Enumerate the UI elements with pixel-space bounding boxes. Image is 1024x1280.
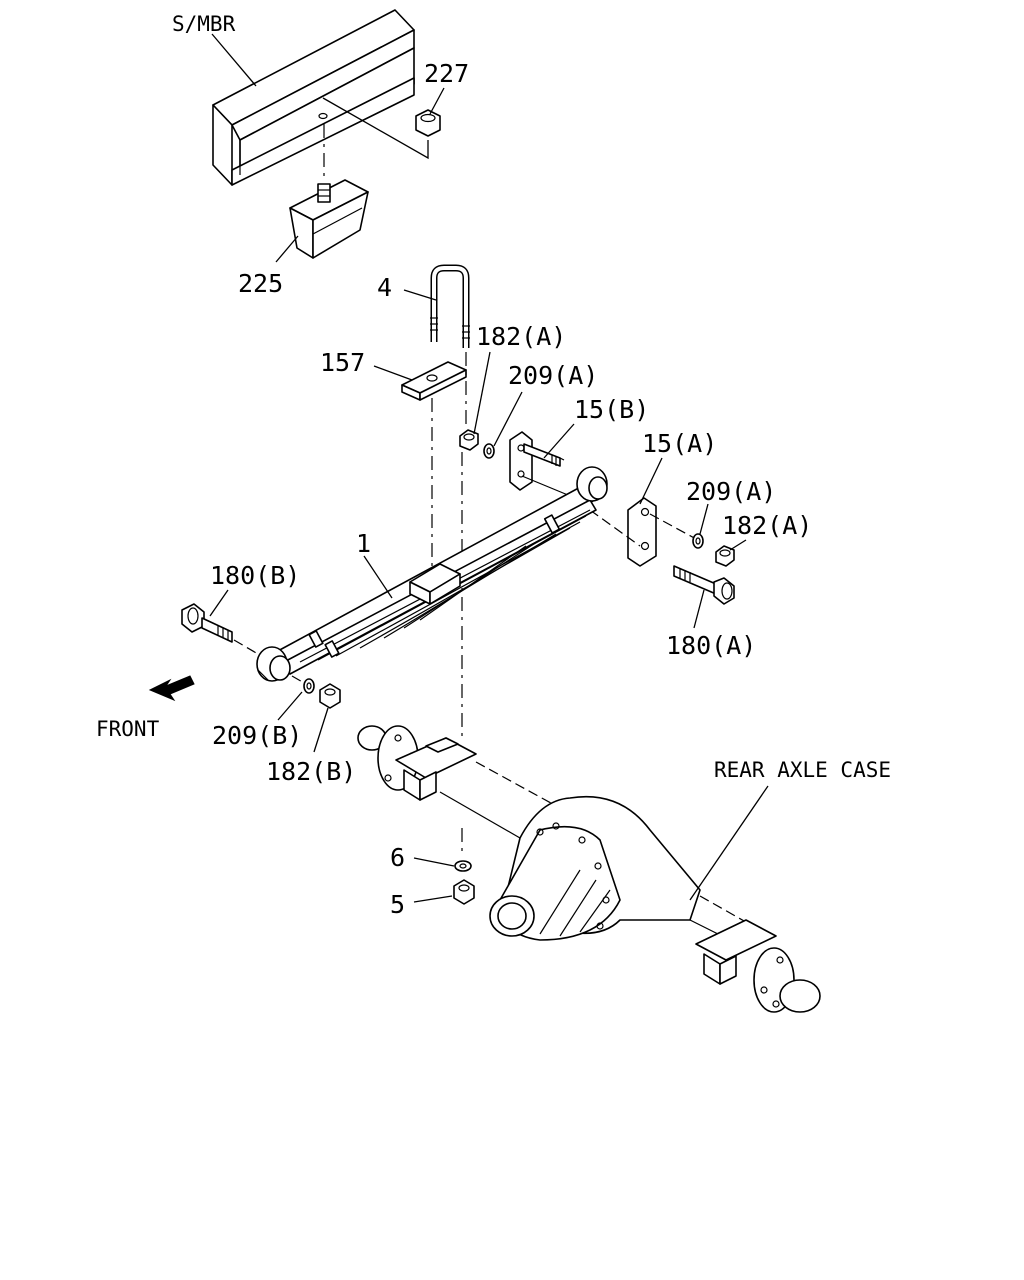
label-part-182a-right: 182(A) — [722, 511, 812, 540]
washer-209b — [303, 678, 315, 694]
label-part-4: 4 — [377, 273, 392, 302]
upper-washer-axis — [649, 513, 699, 541]
shackle-15b — [509, 431, 565, 491]
label-part-1: 1 — [356, 529, 371, 558]
u-bolt-4 — [430, 264, 470, 348]
nut-182b — [319, 683, 341, 709]
bump-stopper-225 — [289, 179, 369, 259]
front-direction-arrow-icon — [148, 675, 195, 702]
label-rear-axle-case: REAR AXLE CASE — [714, 758, 891, 782]
label-part-209a-right: 209(A) — [686, 477, 776, 506]
label-part-5: 5 — [390, 890, 405, 919]
nut-227-reference-line — [322, 97, 429, 160]
bolt-180a — [673, 565, 735, 605]
nut-182a-top — [459, 429, 479, 451]
nut-182a-right — [715, 545, 735, 567]
side-member-rail — [212, 9, 415, 186]
label-part-15a: 15(A) — [642, 429, 717, 458]
label-side-member: S/MBR — [172, 12, 236, 36]
washer-209a-right — [692, 533, 704, 549]
label-part-180a: 180(A) — [666, 631, 756, 660]
label-front: FRONT — [96, 717, 160, 741]
label-part-6: 6 — [390, 843, 405, 872]
bolt-180b — [181, 603, 233, 643]
label-part-209b: 209(B) — [212, 721, 302, 750]
nut-227 — [415, 109, 441, 137]
washer-209a-top — [483, 443, 495, 459]
label-part-15b: 15(B) — [574, 395, 649, 424]
shackle-pin-axis — [589, 509, 641, 547]
label-part-209a-top: 209(A) — [508, 361, 598, 390]
leader-lines — [209, 33, 769, 903]
label-part-157: 157 — [320, 348, 365, 377]
rear-axle-case — [357, 725, 821, 1013]
shackle-15a — [627, 497, 657, 567]
label-part-182a-top: 182(A) — [476, 322, 566, 351]
nut-5 — [453, 879, 475, 905]
leaf-spring-1 — [256, 466, 608, 682]
label-part-182b: 182(B) — [266, 757, 356, 786]
label-part-227: 227 — [424, 59, 469, 88]
label-part-180b: 180(B) — [210, 561, 300, 590]
front-eye-bolt-axis — [233, 639, 259, 655]
washer-6 — [454, 860, 472, 872]
front-eye-washer-axis — [291, 675, 307, 685]
u-bolt-seat-157 — [401, 361, 467, 401]
label-part-225: 225 — [238, 269, 283, 298]
